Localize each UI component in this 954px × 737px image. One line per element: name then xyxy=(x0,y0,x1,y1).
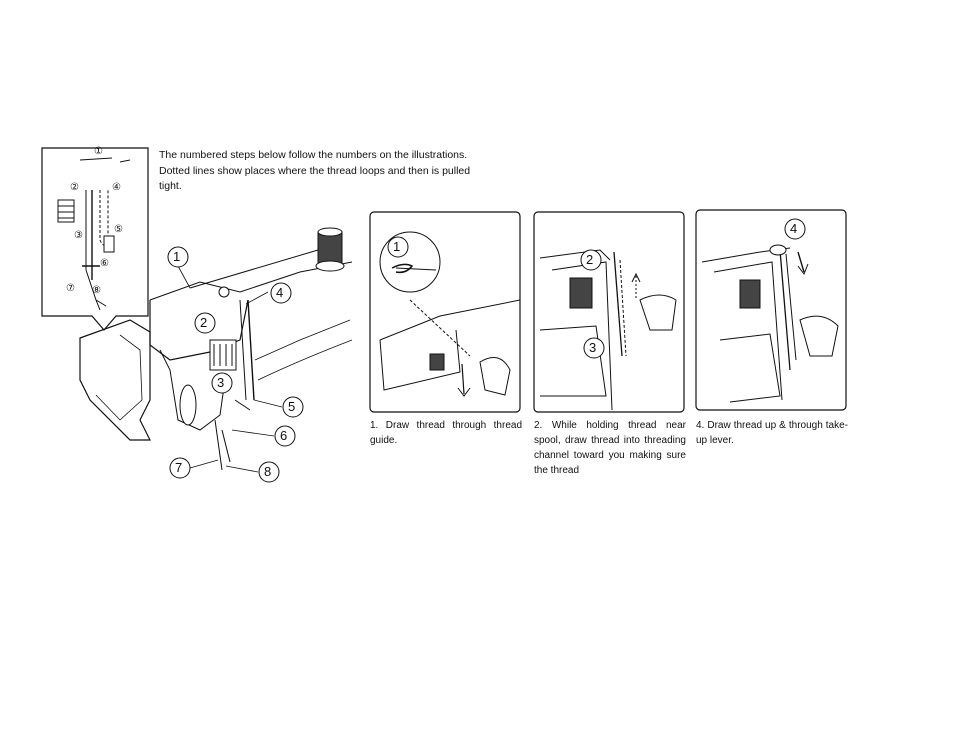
panel-1-label: 1 xyxy=(393,239,401,254)
legend-label-8: ⑧ xyxy=(92,285,101,296)
caption-2-text: While holding thread near spool, draw th… xyxy=(534,420,686,476)
panel-2-label-3: 3 xyxy=(589,340,597,355)
caption-4-text: Draw thread up & through take-up lever. xyxy=(696,420,849,446)
legend-label-7: ⑦ xyxy=(66,283,75,294)
intro-text: The numbered steps below follow the numb… xyxy=(159,148,494,195)
legend-label-6: ⑥ xyxy=(100,258,109,269)
legend-label-2: ② xyxy=(70,182,79,193)
intro-line-3: tight. xyxy=(159,180,182,192)
caption-2: 2. While holding thread near spool, draw… xyxy=(534,418,686,480)
main-label-5: 5 xyxy=(288,399,296,414)
legend-label-3: ③ xyxy=(74,230,83,241)
intro-line-2: Dotted lines show places where the threa… xyxy=(159,164,471,177)
intro-line-1: The numbered steps below follow the numb… xyxy=(159,149,468,161)
caption-2-number: 2. xyxy=(534,420,543,431)
caption-4-number: 4. xyxy=(696,420,705,431)
main-label-7: 7 xyxy=(175,460,183,475)
main-label-6: 6 xyxy=(280,428,288,443)
main-label-1: 1 xyxy=(173,249,181,264)
caption-1-number: 1. xyxy=(370,420,379,431)
main-label-3: 3 xyxy=(217,375,225,390)
legend-label-5: ⑤ xyxy=(114,224,123,235)
caption-1: 1. Draw thread through thread guide. xyxy=(370,418,522,448)
panel-2-label: 2 xyxy=(586,252,594,267)
panel-4-label: 4 xyxy=(790,221,798,236)
main-label-4: 4 xyxy=(276,285,284,300)
caption-1-text: Draw thread through thread guide. xyxy=(370,420,523,446)
main-label-8: 8 xyxy=(264,464,272,479)
caption-4: 4. Draw thread up & through take-up leve… xyxy=(696,418,848,448)
main-label-2: 2 xyxy=(200,315,208,330)
legend-label-4: ④ xyxy=(112,182,121,193)
legend-label-1: ① xyxy=(94,146,103,157)
